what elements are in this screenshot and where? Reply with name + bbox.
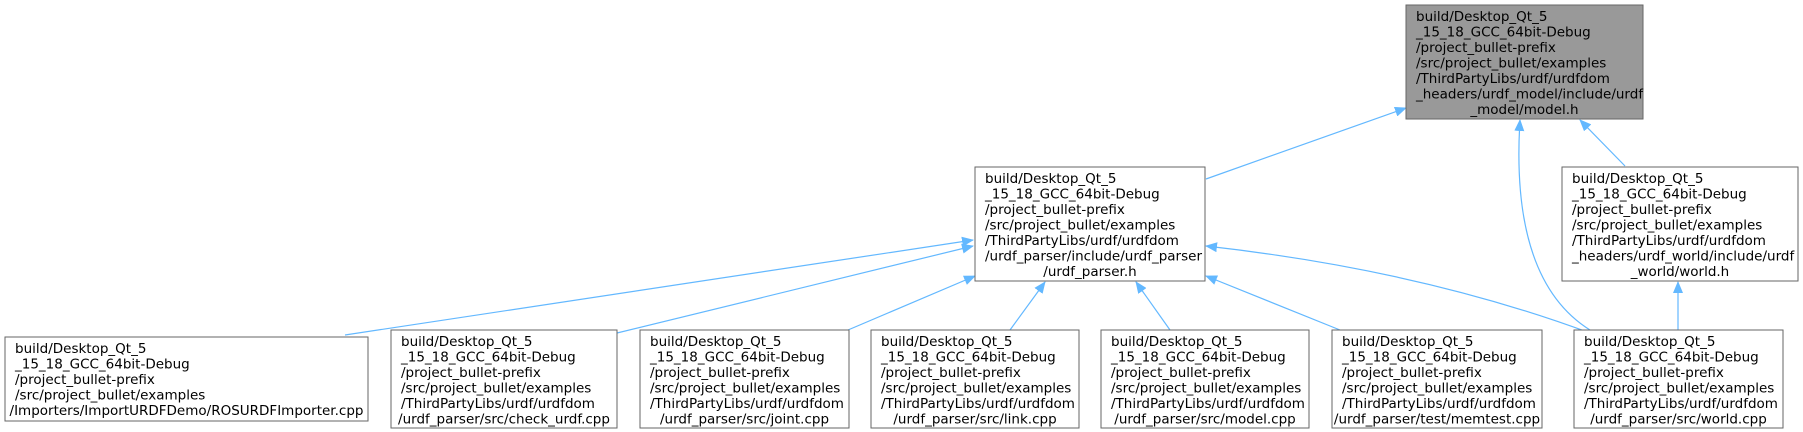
node-box — [1561, 166, 1799, 282]
node-joint_cpp[interactable]: build/Desktop_Qt_5_15_18_GCC_64bit-Debug… — [639, 329, 850, 429]
node-box — [1100, 329, 1310, 429]
node-label-line: build/Desktop_Qt_5 — [1111, 334, 1242, 350]
node-label-line: /ThirdPartyLibs/urdf/urdfdom — [1111, 396, 1305, 412]
edges-layer — [344, 106, 1683, 336]
node-label-line: _15_18_GCC_64bit-Debug — [1110, 350, 1286, 366]
node-label-line: /src/project_bullet/examples — [401, 381, 591, 397]
node-rosurdf_importer[interactable]: build/Desktop_Qt_5_15_18_GCC_64bit-Debug… — [4, 336, 369, 422]
node-label-line: /src/project_bullet/examples — [881, 381, 1071, 397]
edge-check_urdf-to-urdf_parser_h — [616, 243, 974, 334]
node-label-line: _15_18_GCC_64bit-Debug — [1415, 25, 1591, 41]
node-label-line: /urdf_parser/test/memtest.cpp — [1334, 412, 1540, 428]
node-label-line: _15_18_GCC_64bit-Debug — [1571, 187, 1747, 203]
node-label-line: /Importers/ImportURDFDemo/ROSURDFImporte… — [10, 403, 364, 419]
node-model_cpp[interactable]: build/Desktop_Qt_5_15_18_GCC_64bit-Debug… — [1100, 329, 1310, 429]
node-box — [390, 329, 618, 429]
node-label-line: build/Desktop_Qt_5 — [1416, 9, 1547, 25]
node-label-line: /project_bullet-prefix — [985, 202, 1125, 218]
node-label-line: /urdf_parser/src/check_urdf.cpp — [398, 412, 610, 428]
node-box — [1405, 4, 1644, 120]
edge-world_cpp-to-urdf_parser_h — [1205, 242, 1591, 334]
node-label-line: build/Desktop_Qt_5 — [401, 334, 532, 350]
node-label-line: /ThirdPartyLibs/urdf/urdfdom — [650, 396, 844, 412]
edge-urdf_parser_h-to-model_h — [1205, 106, 1407, 180]
node-label-line: /src/project_bullet/examples — [1111, 381, 1301, 397]
edge-world_cpp-to-model_h — [1514, 119, 1591, 331]
node-label-line: build/Desktop_Qt_5 — [985, 171, 1116, 187]
node-world_h[interactable]: build/Desktop_Qt_5_15_18_GCC_64bit-Debug… — [1561, 166, 1799, 282]
node-label-line: build/Desktop_Qt_5 — [881, 334, 1012, 350]
node-label-line: /project_bullet-prefix — [1111, 365, 1251, 381]
node-label-line: /ThirdPartyLibs/urdf/urdfdom — [1572, 233, 1766, 249]
node-label-line: _world/world.h — [1630, 264, 1730, 280]
node-label-line: /src/project_bullet/examples — [650, 381, 840, 397]
node-label-line: _15_18_GCC_64bit-Debug — [984, 187, 1160, 203]
node-box — [1573, 329, 1784, 429]
node-label-line: _15_18_GCC_64bit-Debug — [880, 350, 1056, 366]
edge-joint_cpp-to-urdf_parser_h — [847, 275, 976, 331]
edge-memtest_cpp-to-urdf_parser_h — [1205, 275, 1341, 331]
nodes-layer: build/Desktop_Qt_5_15_18_GCC_64bit-Debug… — [4, 4, 1799, 429]
node-memtest_cpp[interactable]: build/Desktop_Qt_5_15_18_GCC_64bit-Debug… — [1331, 329, 1543, 429]
node-label-line: /urdf_parser/src/link.cpp — [893, 412, 1056, 428]
node-label-line: /ThirdPartyLibs/urdf/urdfdom — [1584, 396, 1778, 412]
node-label-line: build/Desktop_Qt_5 — [1342, 334, 1473, 350]
node-urdf_parser_h[interactable]: build/Desktop_Qt_5_15_18_GCC_64bit-Debug… — [974, 166, 1206, 282]
node-label-line: build/Desktop_Qt_5 — [1572, 171, 1703, 187]
edge-link_cpp-to-urdf_parser_h — [1009, 281, 1046, 331]
node-label-line: /project_bullet-prefix — [1584, 365, 1724, 381]
node-label-line: _15_18_GCC_64bit-Debug — [649, 350, 825, 366]
node-box — [870, 329, 1080, 429]
node-label-line: /project_bullet-prefix — [1416, 40, 1556, 56]
node-label-line: /urdf_parser/src/model.cpp — [1114, 412, 1295, 428]
node-label-line: /urdf_parser/src/joint.cpp — [660, 412, 829, 428]
node-label-line: /project_bullet-prefix — [1572, 202, 1712, 218]
node-label-line: /project_bullet-prefix — [1342, 365, 1482, 381]
node-check_urdf[interactable]: build/Desktop_Qt_5_15_18_GCC_64bit-Debug… — [390, 329, 618, 429]
node-label-line: _15_18_GCC_64bit-Debug — [14, 357, 190, 373]
node-model_h[interactable]: build/Desktop_Qt_5_15_18_GCC_64bit-Debug… — [1405, 4, 1644, 120]
node-label-line: /project_bullet-prefix — [401, 365, 541, 381]
node-label-line: _headers/urdf_model/include/urdf — [1415, 87, 1644, 103]
node-label-line: /project_bullet-prefix — [15, 372, 155, 388]
node-label-line: build/Desktop_Qt_5 — [1584, 334, 1715, 350]
node-label-line: /urdf_parser/include/urdf_parser — [985, 249, 1202, 265]
node-label-line: _model/model.h — [1469, 102, 1578, 118]
node-label-line: /project_bullet-prefix — [650, 365, 790, 381]
node-label-line: _headers/urdf_world/include/urdf — [1571, 249, 1795, 265]
node-label-line: /ThirdPartyLibs/urdf/urdfdom — [881, 396, 1075, 412]
node-label-line: /src/project_bullet/examples — [985, 218, 1175, 234]
node-label-line: /ThirdPartyLibs/urdf/urdfdom — [1416, 71, 1610, 87]
node-label-line: /src/project_bullet/examples — [1416, 56, 1606, 72]
node-world_cpp[interactable]: build/Desktop_Qt_5_15_18_GCC_64bit-Debug… — [1573, 329, 1784, 429]
node-label-line: /ThirdPartyLibs/urdf/urdfdom — [401, 396, 595, 412]
node-label-line: build/Desktop_Qt_5 — [650, 334, 781, 350]
edge-model_cpp-to-urdf_parser_h — [1135, 281, 1171, 331]
node-box — [4, 336, 369, 422]
node-label-line: /ThirdPartyLibs/urdf/urdfdom — [985, 233, 1179, 249]
node-box — [1331, 329, 1543, 429]
node-label-line: _15_18_GCC_64bit-Debug — [1341, 350, 1517, 366]
edge-rosurdf_importer-to-urdf_parser_h — [344, 236, 974, 336]
node-label-line: build/Desktop_Qt_5 — [15, 341, 146, 357]
node-label-line: /src/project_bullet/examples — [1342, 381, 1532, 397]
node-label-line: /src/project_bullet/examples — [1572, 218, 1762, 234]
node-label-line: _15_18_GCC_64bit-Debug — [400, 350, 576, 366]
node-label-line: /ThirdPartyLibs/urdf/urdfdom — [1342, 396, 1536, 412]
edge-world_h-to-model_h — [1579, 119, 1626, 167]
node-label-line: /urdf_parser.h — [1043, 264, 1136, 280]
node-box — [639, 329, 850, 429]
node-link_cpp[interactable]: build/Desktop_Qt_5_15_18_GCC_64bit-Debug… — [870, 329, 1080, 429]
node-label-line: /src/project_bullet/examples — [1584, 381, 1774, 397]
node-label-line: /urdf_parser/src/world.cpp — [1590, 412, 1767, 428]
node-label-line: _15_18_GCC_64bit-Debug — [1583, 350, 1759, 366]
node-label-line: /src/project_bullet/examples — [15, 388, 205, 404]
node-label-line: /project_bullet-prefix — [881, 365, 1021, 381]
node-box — [974, 166, 1206, 282]
